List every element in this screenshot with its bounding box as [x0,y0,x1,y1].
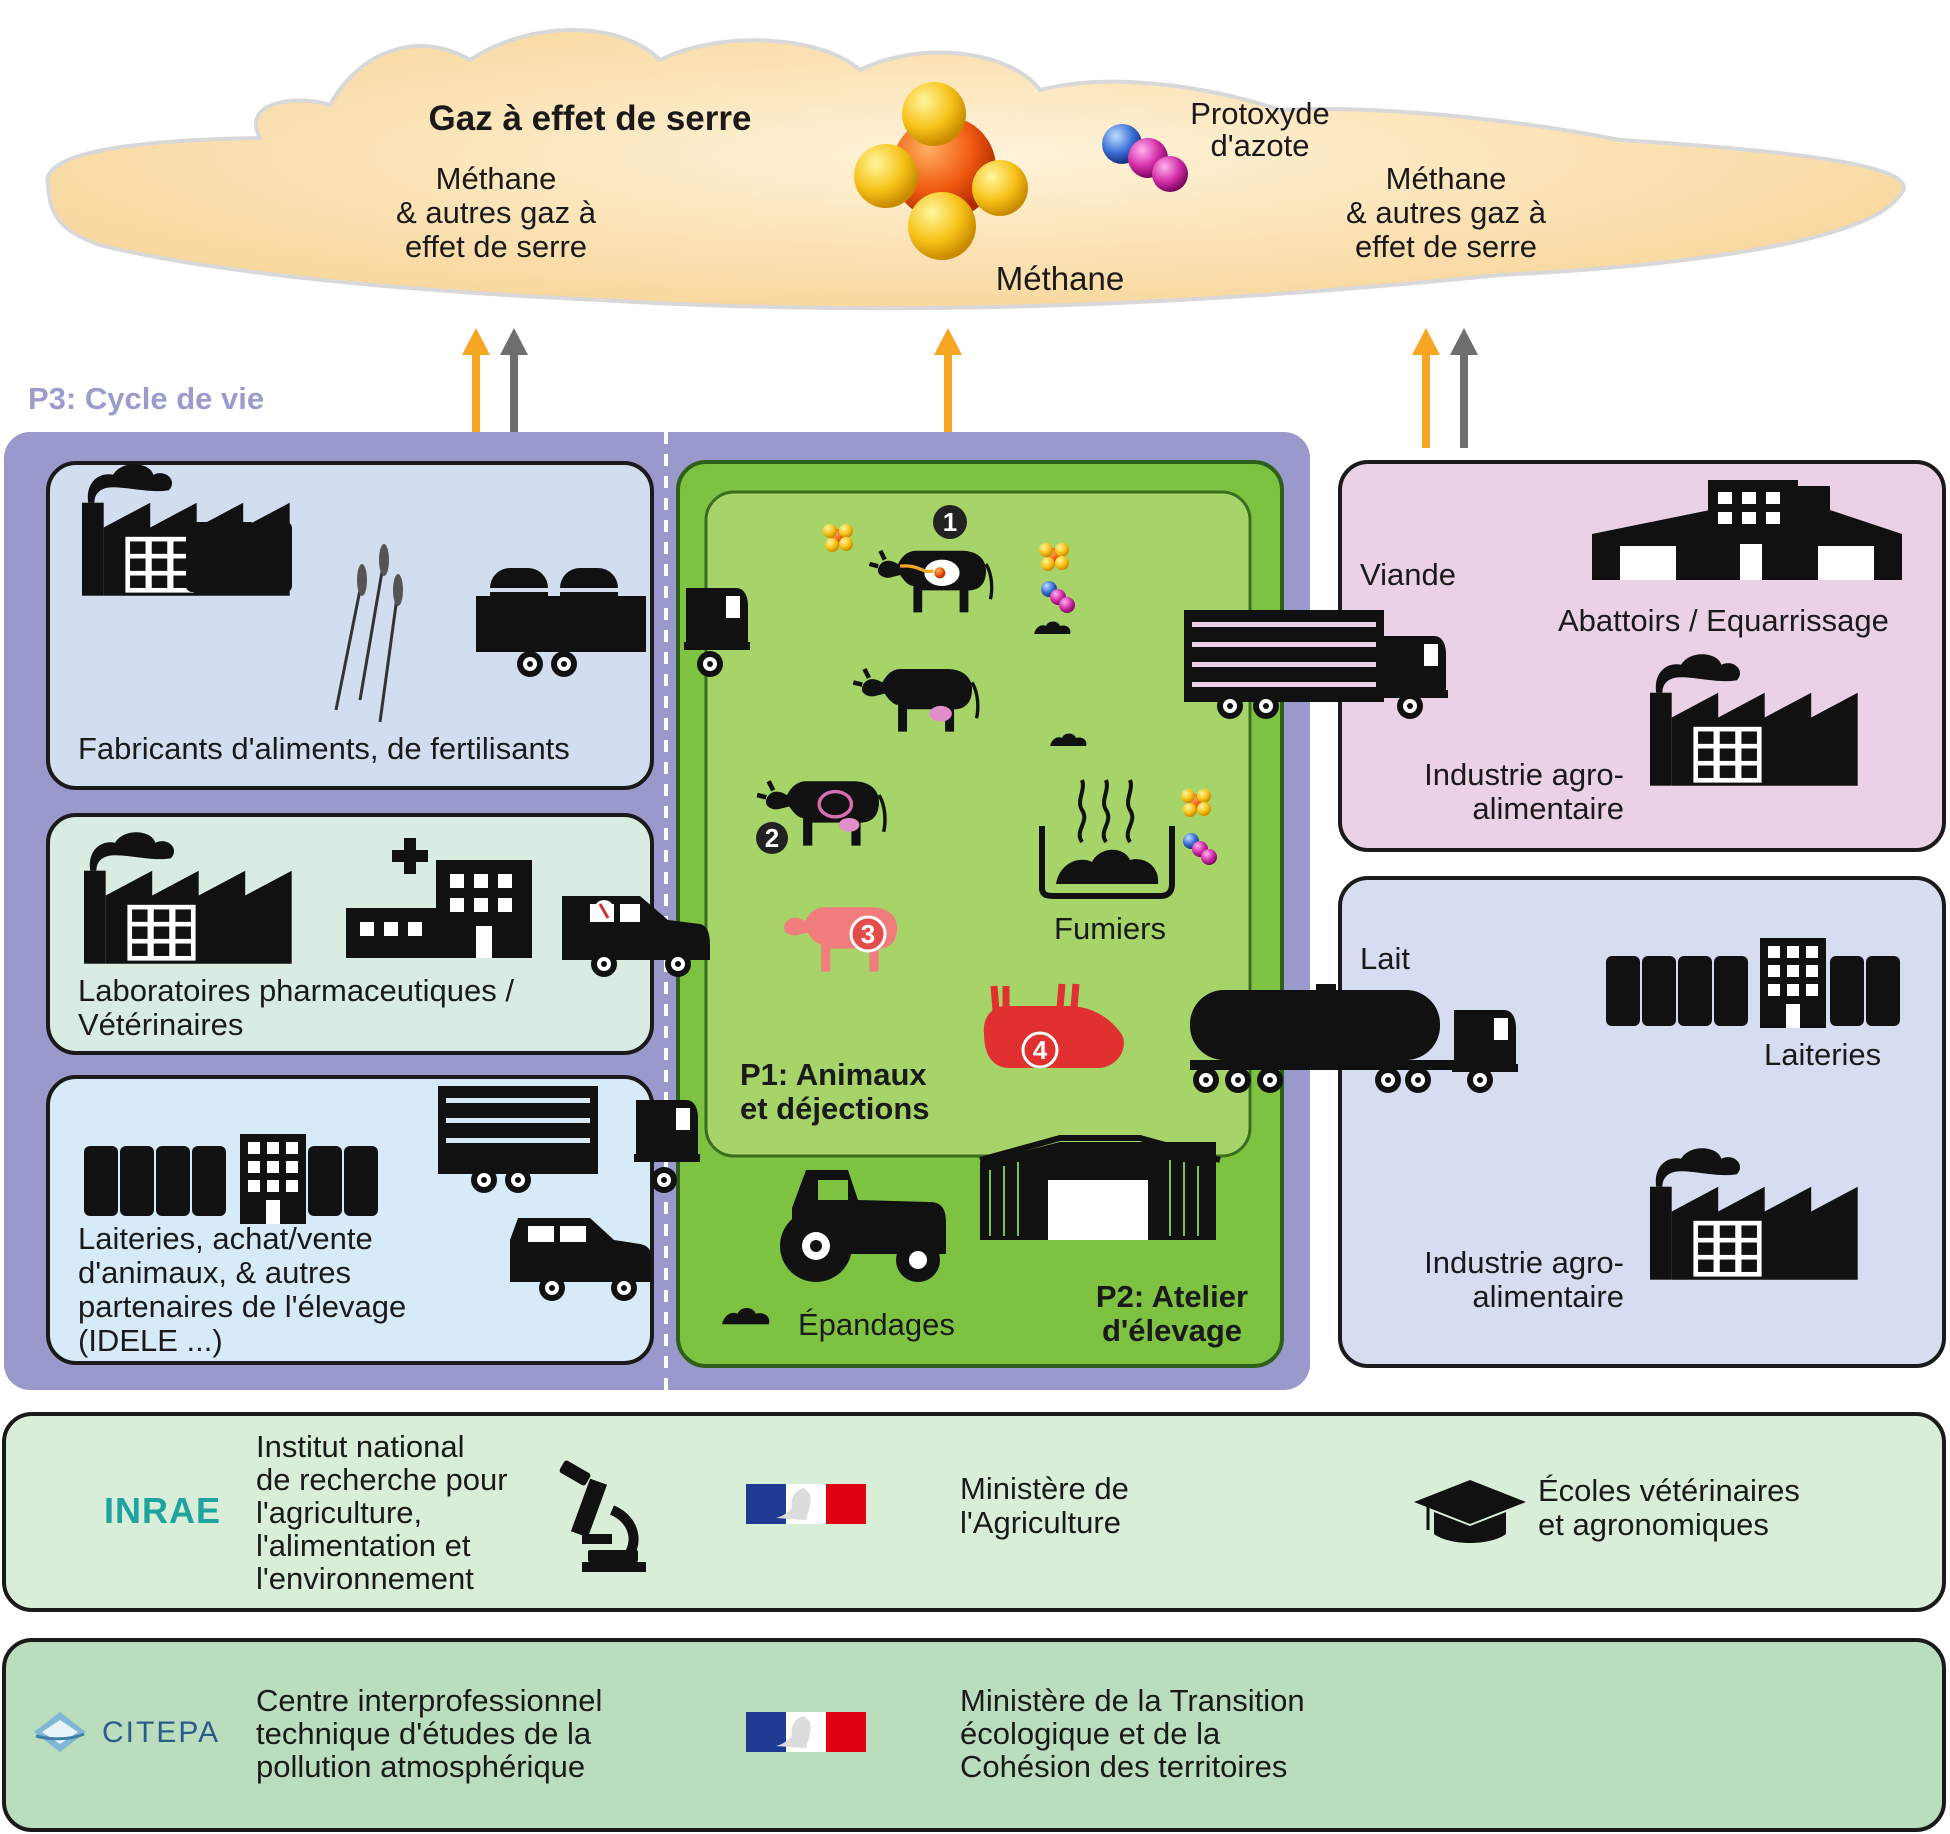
lait-label: Lait [1360,941,1410,976]
marker-2-label: 2 [764,823,780,853]
box2-text: Laboratoires pharmaceutiques / Vétérinai… [78,973,514,1042]
cloud-right-text: Méthane & autres gaz à effet de serre [1346,161,1546,264]
veterinary-clinic-icon [346,838,532,958]
p2-label: P2: Atelier d'élevage [1095,1279,1249,1348]
inrae-logo: INRAE [104,1490,222,1531]
partners-box-1 [2,1412,1946,1612]
graduation-cap-icon [1414,1480,1526,1543]
industrie-label-2: Industrie agro- alimentaire [1424,1245,1624,1314]
tractor-icon [780,1170,946,1282]
schools-text: Écoles vétérinaires et agronomiques [1538,1473,1800,1542]
dairy-cow-icon [853,669,978,732]
milk-tanker-icon [1190,984,1518,1093]
n2o-label: Protoxyde d'azote [1190,96,1330,163]
slaughterhouse-icon [1592,480,1902,580]
feed-truck-icon [476,568,750,677]
marianne-logo-1 [746,1484,866,1524]
marker-4-label: 4 [1032,1035,1048,1065]
marker-1-icon [933,505,967,539]
manure-pile-icon [1039,779,1175,899]
methane-label: Méthane [995,260,1125,297]
ministry-agriculture-text: Ministère de l'Agriculture [960,1471,1129,1540]
viande-label: Viande [1360,557,1456,592]
p1-label: P1: Animaux et déjections [740,1057,930,1126]
suv-icon [510,1218,652,1301]
marker-1-label: 1 [942,507,958,537]
marker-4-icon [1021,1031,1059,1069]
livestock-truck-icon [438,1086,700,1193]
abattoirs-label: Abattoirs / Equarrissage [1558,603,1889,638]
cloud-title: Gaz à effet de serre [428,99,752,138]
citepa-text: Centre interprofessionnel technique d'ét… [256,1683,603,1784]
methane-molecule-icon [854,82,1028,260]
p1-box [704,490,1252,1158]
dead-cow-icon [983,983,1124,1068]
laiteries-label: Laiteries [1764,1037,1882,1072]
industrie-label-1: Industrie agro- alimentaire [1424,757,1624,826]
box3-text: Laiteries, achat/vente d'animaux, & autr… [78,1221,407,1358]
cloud-left-text: Méthane & autres gaz à effet de serre [396,161,596,264]
cow-digestion-icon [869,551,991,613]
silos-icon [186,522,292,592]
wheat-icon [334,544,403,723]
nitrous-oxide-molecule-icon [1102,124,1188,192]
meat-truck-icon [1184,610,1448,719]
vet-vehicle-icon [562,896,710,977]
p3-label: P3: Cycle de vie [28,381,265,416]
inrae-text: Institut national de recherche pour l'ag… [256,1429,508,1596]
fumiers-label: Fumiers [1054,911,1166,946]
marker-3-label: 3 [860,919,876,949]
ministry-ecology-text: Ministère de la Transition écologique et… [960,1683,1305,1784]
box1-text: Fabricants d'aliments, de fertilisants [78,731,570,766]
microscope-icon [559,1460,646,1572]
marker-3-icon [849,915,887,953]
emission-arrows [462,328,1478,448]
epandages-label: Épandages [798,1307,955,1342]
marianne-logo-2 [746,1712,866,1752]
pregnant-cow-icon [757,781,885,845]
barn-icon [979,1135,1221,1240]
partners-box-2 [2,1638,1946,1832]
citepa-emblem-icon [34,1712,86,1752]
citepa-logo: CITEPA [102,1716,221,1749]
marker-2-icon [756,822,788,854]
